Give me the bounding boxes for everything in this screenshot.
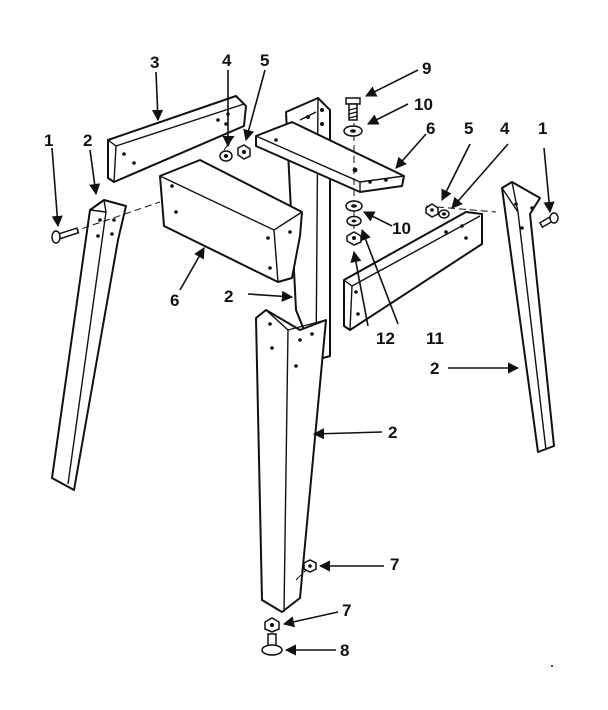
callout-5-left: 5 (260, 51, 269, 70)
leader-lines (51, 69, 555, 656)
callout-5-right: 5 (464, 119, 473, 138)
callout-7-upper: 7 (390, 555, 399, 574)
left-leg (51, 199, 127, 491)
nut-center (346, 231, 362, 246)
nut-foot-upper (303, 559, 317, 573)
nut-foot-lower (264, 617, 280, 633)
washer-right (438, 209, 450, 219)
scan-speck (551, 665, 553, 667)
callout-1-left: 1 (44, 131, 53, 150)
callout-7-lower: 7 (342, 601, 351, 620)
apron-right (343, 211, 483, 331)
callout-8: 8 (340, 641, 349, 660)
callout-3: 3 (150, 53, 159, 72)
bolt-right (538, 212, 559, 229)
bolt-top (345, 97, 361, 121)
callout-labels: 1 2 3 4 5 6 2 9 10 6 5 4 1 10 12 11 2 2 … (44, 51, 547, 660)
nut-right (425, 203, 439, 218)
callout-4-left: 4 (222, 51, 232, 70)
callout-6-top: 6 (426, 119, 435, 138)
callout-2-left-leg: 2 (83, 131, 92, 150)
top-brace (255, 121, 405, 193)
bolt-left (51, 227, 80, 244)
callout-2-front-leg: 2 (388, 423, 397, 442)
front-leg (255, 309, 327, 613)
lockwasher (346, 215, 362, 227)
apron-front-left (159, 159, 303, 283)
leveling-foot (261, 633, 283, 656)
washer-lower (345, 200, 363, 212)
right-leg (501, 181, 555, 453)
callout-10-top: 10 (414, 95, 433, 114)
callout-11: 11 (426, 329, 444, 348)
washer-left (219, 150, 233, 162)
callout-2-right-leg: 2 (430, 359, 439, 378)
washer-top (343, 125, 363, 137)
callout-2-rear-leg: 2 (224, 287, 233, 306)
callout-12: 12 (376, 329, 395, 348)
callout-1-right: 1 (538, 119, 547, 138)
callout-10-lower: 10 (392, 219, 411, 238)
apron-upper-left (107, 95, 247, 183)
nut-left (237, 144, 251, 160)
callout-6-left: 6 (170, 291, 179, 310)
callout-9: 9 (422, 59, 431, 78)
callout-4-right: 4 (500, 119, 510, 138)
